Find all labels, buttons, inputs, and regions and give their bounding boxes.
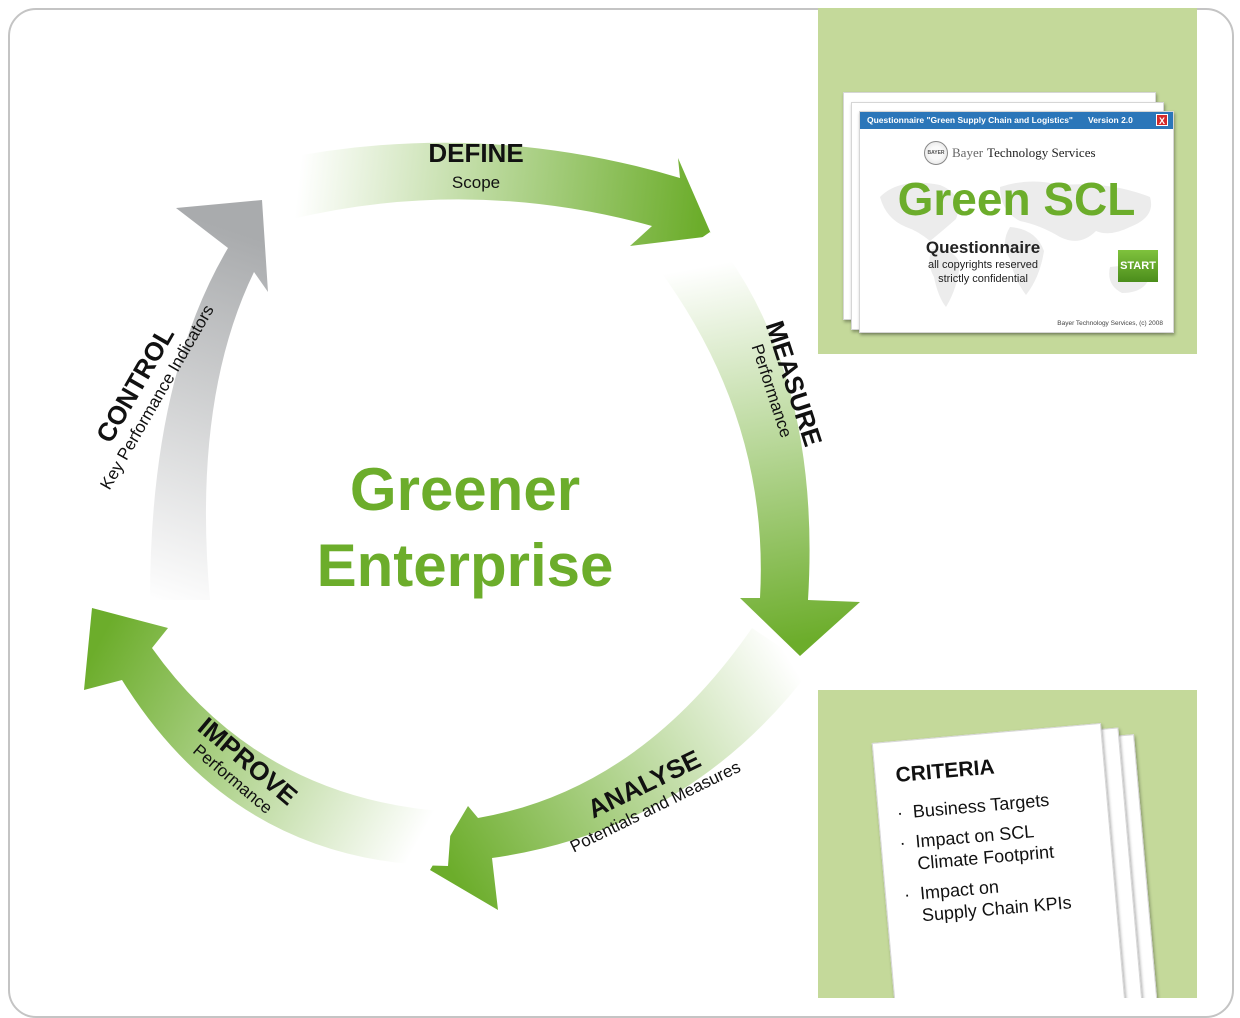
questionnaire-titlebar: Questionnaire "Green Supply Chain and Lo… (860, 112, 1173, 129)
close-button[interactable]: X (1156, 114, 1168, 126)
criteria-panel: CRITERIA · Business Targets · Impact on … (818, 690, 1197, 998)
criteria-item-text: Business Targets (912, 789, 1050, 822)
start-button[interactable]: START (1118, 250, 1158, 282)
green-scl-title: Green SCL (897, 173, 1136, 225)
control-arrow (150, 200, 268, 600)
criteria-list: · Business Targets · Impact on SCL Clima… (896, 784, 1117, 936)
questionnaire-window: Questionnaire "Green Supply Chain and Lo… (859, 111, 1174, 333)
center-title: Greener Enterprise (290, 452, 640, 604)
bayer-logo-icon: BAYER (924, 141, 948, 165)
questionnaire-info: Questionnaire all copyrights reserved st… (898, 238, 1068, 286)
brand-prefix: Bayer (952, 145, 984, 160)
center-title-line1: Greener (349, 456, 581, 523)
criteria-title: CRITERIA (894, 755, 996, 787)
improve-arrow (84, 608, 452, 866)
criteria-item-text: Impact on Supply Chain KPIs (919, 876, 1073, 926)
measure-arrow (658, 232, 860, 656)
confidential-note: strictly confidential (938, 273, 1028, 285)
questionnaire-window-title: Questionnaire "Green Supply Chain and Lo… (867, 115, 1073, 125)
bayer-brand: BAYER Bayer Technology Services (924, 141, 1096, 165)
define-title: DEFINE (428, 138, 523, 168)
center-title-line2: Enterprise (316, 532, 614, 599)
questionnaire-panel: Questionnaire "Green Supply Chain and Lo… (818, 8, 1197, 354)
questionnaire-version: Version 2.0 (1088, 115, 1133, 125)
questionnaire-heading: Questionnaire (925, 238, 1041, 257)
define-subtitle: Scope (452, 173, 500, 192)
define-label: DEFINE Scope (428, 138, 523, 192)
bullet: · (896, 802, 904, 824)
criteria-item: · Impact on SCL Climate Footprint (899, 814, 1112, 876)
questionnaire-body: BAYER Bayer Technology Services Green SC… (860, 129, 1173, 332)
criteria-item-text: Impact on SCL Climate Footprint (914, 821, 1055, 874)
brand-suffix: Technology Services (987, 145, 1096, 160)
copyright-footer: Bayer Technology Services, (c) 2008 (1057, 320, 1163, 327)
criteria-sheets: CRITERIA · Business Targets · Impact on … (818, 690, 1197, 998)
copyright-note: all copyrights reserved (927, 259, 1039, 271)
analyse-arrow (430, 628, 812, 910)
define-arrow (276, 142, 712, 246)
criteria-sheet: CRITERIA · Business Targets · Impact on … (871, 722, 1128, 998)
criteria-item: · Impact on Supply Chain KPIs (903, 866, 1116, 928)
